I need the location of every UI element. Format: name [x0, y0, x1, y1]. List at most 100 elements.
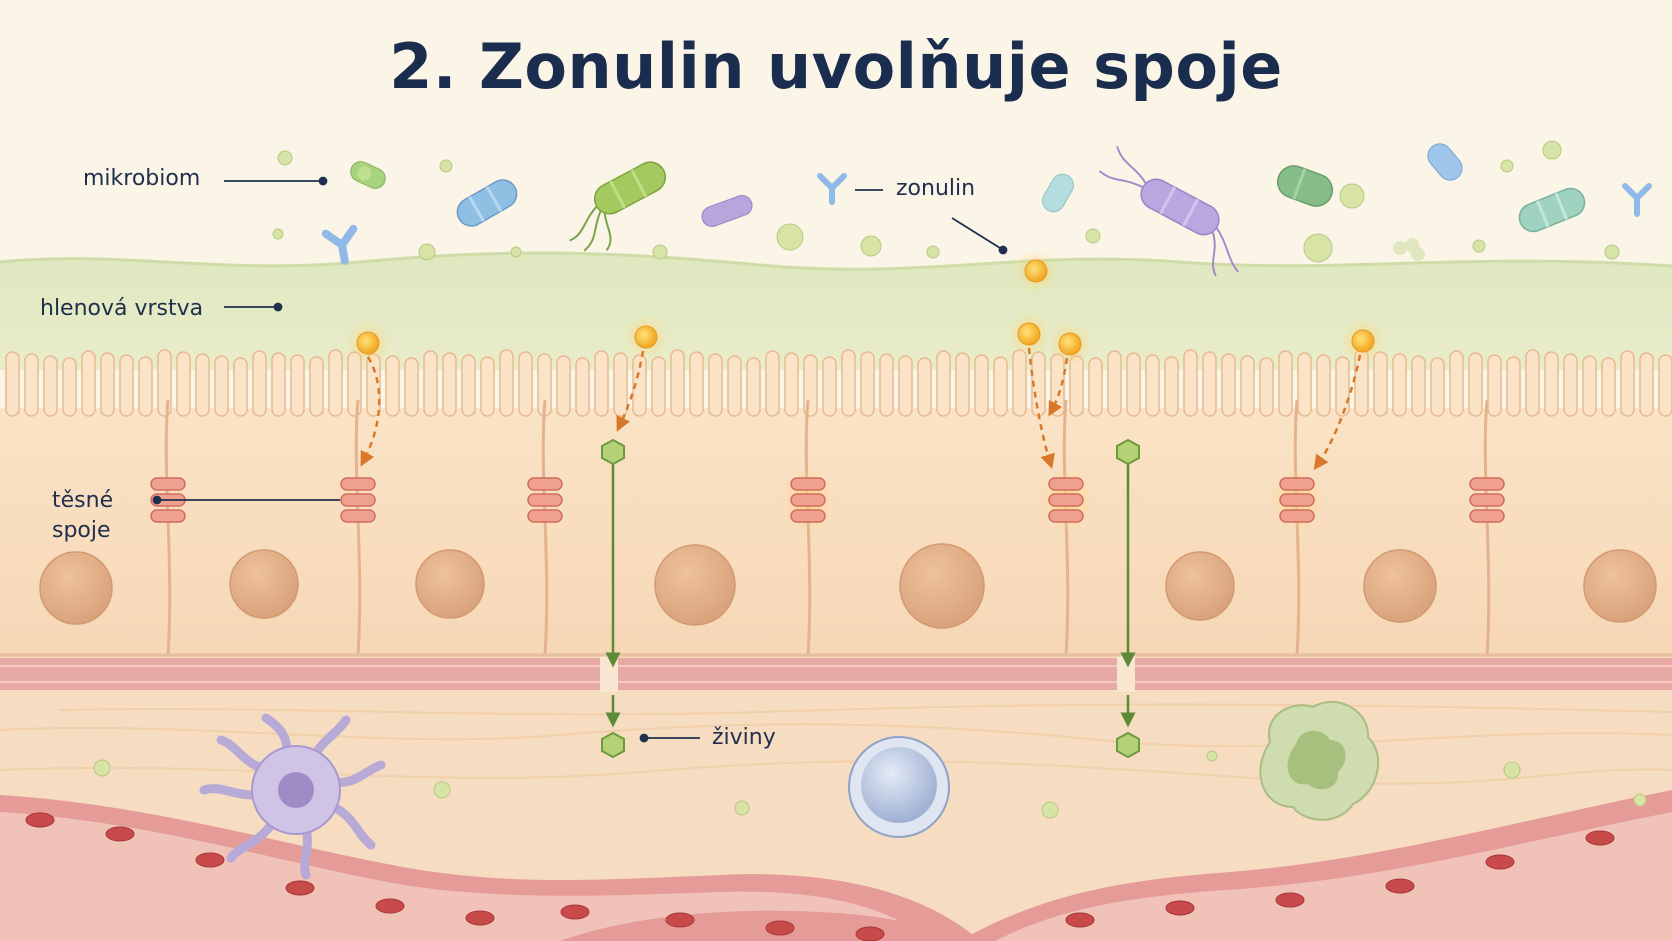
microvillus — [518, 351, 533, 417]
red-blood-cells — [25, 812, 1615, 941]
dendritic-cell — [199, 713, 386, 880]
nucleus — [1363, 549, 1437, 623]
epithelial-cell-layer — [0, 408, 1672, 660]
microvillus — [1392, 353, 1407, 417]
microvillus — [1506, 356, 1521, 417]
label-tight-junctions-line2: spoje — [52, 518, 111, 543]
nucleus — [1583, 549, 1657, 623]
microvillus — [1107, 350, 1122, 417]
microvillus — [442, 352, 457, 417]
label-zonulin: zonulin — [896, 176, 976, 201]
microvillus — [214, 355, 229, 417]
microvillus — [1468, 352, 1483, 417]
microvillus — [1411, 355, 1426, 417]
microvillus — [594, 350, 609, 417]
microvillus — [499, 349, 514, 417]
microvillus — [1487, 354, 1502, 417]
tight-junction — [1469, 477, 1505, 523]
microvilli-brush-border — [5, 349, 1672, 417]
macrophage — [1259, 700, 1379, 821]
microvillus — [1202, 351, 1217, 417]
microvillus — [461, 354, 476, 417]
label-nutrients: živiny — [712, 725, 776, 750]
microvillus — [936, 350, 951, 417]
microvillus — [746, 357, 761, 417]
microvillus — [1449, 350, 1464, 417]
nutrient-hexagons — [601, 438, 1140, 759]
microvillus — [385, 355, 400, 417]
microvillus — [290, 354, 305, 417]
tight-junctions — [150, 468, 1505, 532]
microvillus — [841, 349, 856, 417]
microvillus — [24, 353, 39, 417]
microvillus — [1240, 355, 1255, 417]
microvillus — [822, 356, 837, 417]
microvillus — [613, 352, 628, 417]
microvillus — [5, 351, 20, 417]
zonulin-particles — [346, 249, 1385, 366]
microvillus — [1525, 349, 1540, 417]
nucleus — [654, 544, 736, 626]
microvillus — [1430, 357, 1445, 417]
microvillus — [423, 350, 438, 417]
tight-junction — [782, 468, 834, 532]
tight-junction — [1271, 468, 1323, 532]
microvillus — [195, 353, 210, 417]
microvillus — [708, 353, 723, 417]
y-shaped-molecules — [321, 173, 1652, 265]
microvillus — [575, 357, 590, 417]
microvillus — [1088, 357, 1103, 417]
zonulin-arrows — [360, 347, 1362, 471]
microvillus — [1563, 353, 1578, 417]
small-particles — [93, 140, 1647, 819]
label-leader-lines — [152, 176, 1008, 743]
microvillus — [1164, 356, 1179, 417]
microvillus — [879, 353, 894, 417]
microvillus — [1126, 352, 1141, 417]
microvillus — [1658, 354, 1672, 417]
microvillus — [1278, 350, 1293, 417]
microvillus — [860, 351, 875, 417]
cell-nuclei — [39, 543, 1657, 629]
microvillus — [651, 356, 666, 417]
microvillus — [689, 351, 704, 417]
microvillus — [271, 352, 286, 417]
microvillus — [1335, 356, 1350, 417]
tight-junction — [1040, 468, 1092, 532]
microvillus — [784, 352, 799, 417]
microvillus — [1544, 351, 1559, 417]
microvillus — [62, 357, 77, 417]
basement-membrane — [0, 656, 1672, 692]
microvillus — [309, 356, 324, 417]
microvillus — [328, 349, 343, 417]
nutrient-paths — [605, 462, 1136, 728]
microvillus — [1221, 353, 1236, 417]
microvillus — [43, 355, 58, 417]
nucleus — [415, 549, 485, 619]
microvillus — [138, 356, 153, 417]
microvillus — [727, 355, 742, 417]
microvillus — [955, 352, 970, 417]
label-microbiome: mikrobiom — [83, 166, 201, 191]
microvillus — [1373, 351, 1388, 417]
microvillus — [100, 352, 115, 417]
blood-vessels — [0, 790, 1672, 941]
nucleus — [1165, 551, 1235, 621]
microvillus — [404, 357, 419, 417]
microvillus — [917, 357, 932, 417]
tight-junction — [527, 477, 563, 523]
microbiome-bacteria — [350, 143, 1586, 277]
microvillus — [252, 350, 267, 417]
microvillus — [993, 356, 1008, 417]
microvillus — [1297, 352, 1312, 417]
microvillus — [233, 357, 248, 417]
microvillus — [898, 355, 913, 417]
microvillus — [480, 356, 495, 417]
microvillus — [157, 349, 172, 417]
microvillus — [176, 351, 191, 417]
lymphocyte — [848, 736, 950, 838]
microvillus — [81, 350, 96, 417]
nucleus — [229, 549, 299, 619]
tight-junction — [340, 477, 376, 523]
